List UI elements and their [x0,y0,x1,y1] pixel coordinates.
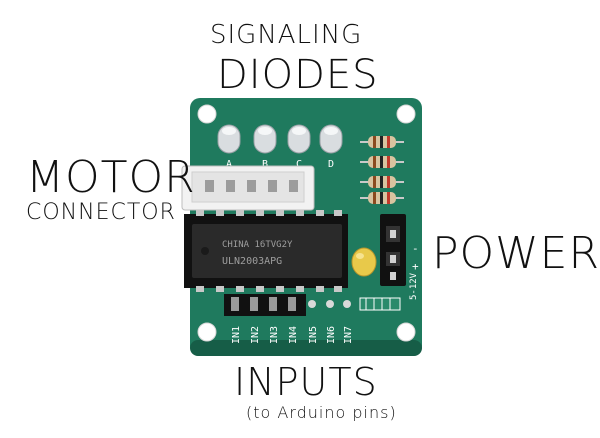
input-label-in1: IN1 [231,326,242,344]
capacitor [351,247,377,277]
mounting-hole-bottom-right [396,322,416,342]
signaling-leds: A B C D [217,124,343,170]
resistor-4 [360,192,404,204]
power-voltage-label: 5-12V [409,272,419,300]
input-label-in7: IN7 [343,326,354,344]
signaling-diodes-label-line2: DIODES [217,52,379,98]
input-label-in5: IN5 [308,326,319,344]
resistor-2 [360,156,404,168]
motor-connector-label-line2: CONNECTOR [26,200,176,225]
power-pin-minus: - [412,242,419,255]
input-label-in4: IN4 [288,326,299,344]
led-b [253,124,277,154]
chip-marking-line1: CHINA 16TVG2Y [222,240,293,250]
input-labels: IN1 IN2 IN3 IN4 IN5 IN6 IN7 [231,326,354,344]
led-c [287,124,311,154]
resistor-3 [360,176,404,188]
chip-marking-line2: ULN2003APG [222,256,282,267]
mounting-hole-top-right [396,104,416,124]
mounting-hole-top-left [197,104,217,124]
led-label-d: D [328,159,334,170]
power-label: POWER [432,228,600,279]
inputs-label: INPUTS [234,360,378,404]
led-label-a: A [226,159,232,170]
power-header: - + 5-12V [380,214,419,300]
motor-connector [181,165,315,211]
led-d [319,124,343,154]
pcb-edge-shadow [190,340,422,356]
mounting-hole-bottom-left [197,322,217,342]
inputs-sublabel: (to Arduino pins) [246,403,397,422]
input-label-in3: IN3 [269,326,280,344]
resistor-array [360,136,404,204]
input-label-in6: IN6 [326,326,337,344]
power-pin-plus: + [412,260,419,273]
led-label-c: C [296,159,302,170]
input-header [224,294,401,316]
resistor-1 [360,136,404,148]
signaling-diodes-label-line1: SIGNALING [210,20,363,50]
driver-chip: CHINA 16TVG2Y ULN2003APG [184,210,348,292]
motor-connector-label-line1: MOTOR [26,152,196,203]
led-label-b: B [262,159,268,170]
led-a [217,124,241,154]
input-label-in2: IN2 [250,326,261,344]
